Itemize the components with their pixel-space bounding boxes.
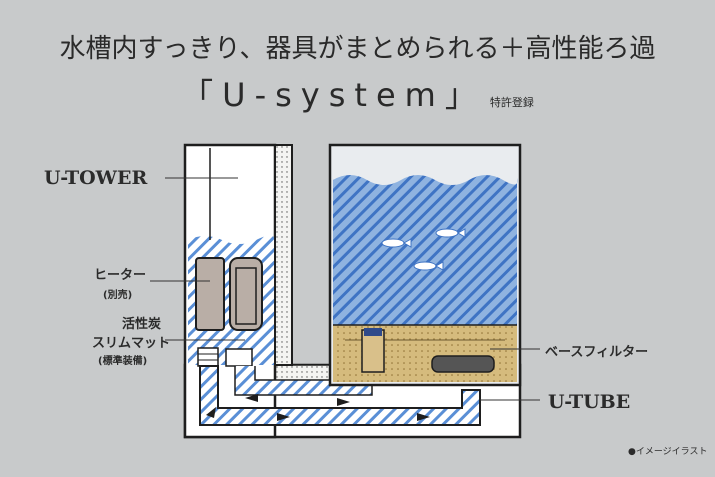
base-filter bbox=[431, 355, 495, 373]
carbon-mat bbox=[229, 257, 263, 331]
headline: 水槽内すっきり、器具がまとめられる＋高性能ろ過 bbox=[59, 34, 656, 64]
title-row: 「U-system」特許登録 bbox=[0, 70, 715, 116]
label-carbon-note: (標準装備) bbox=[98, 356, 148, 367]
label-carbon-line1: 活性炭 bbox=[122, 317, 162, 332]
image-note: ●イメージイラスト bbox=[628, 447, 708, 457]
filter-intake bbox=[361, 329, 385, 373]
u-tube-pipe bbox=[199, 365, 481, 426]
label-u-tower: U-TOWER bbox=[44, 167, 148, 189]
sand-bed bbox=[333, 325, 517, 382]
grid-block bbox=[197, 347, 219, 367]
label-heater-note: (別売) bbox=[103, 290, 133, 301]
pump-block bbox=[225, 348, 253, 367]
u-tower bbox=[183, 143, 293, 439]
leader-lines bbox=[150, 177, 540, 401]
label-heater: ヒーター bbox=[94, 268, 147, 283]
label-u-tube: U-TUBE bbox=[548, 391, 631, 413]
heater bbox=[195, 257, 225, 331]
aquarium-tank bbox=[328, 143, 522, 387]
flow-arrows bbox=[206, 394, 430, 421]
label-carbon-line2: スリムマット bbox=[92, 336, 171, 351]
fish-icons bbox=[381, 228, 466, 271]
label-base-filter: ベースフィルター bbox=[545, 345, 649, 360]
patent-note: 特許登録 bbox=[489, 96, 534, 109]
system-title: 「U-system」 bbox=[181, 76, 486, 114]
